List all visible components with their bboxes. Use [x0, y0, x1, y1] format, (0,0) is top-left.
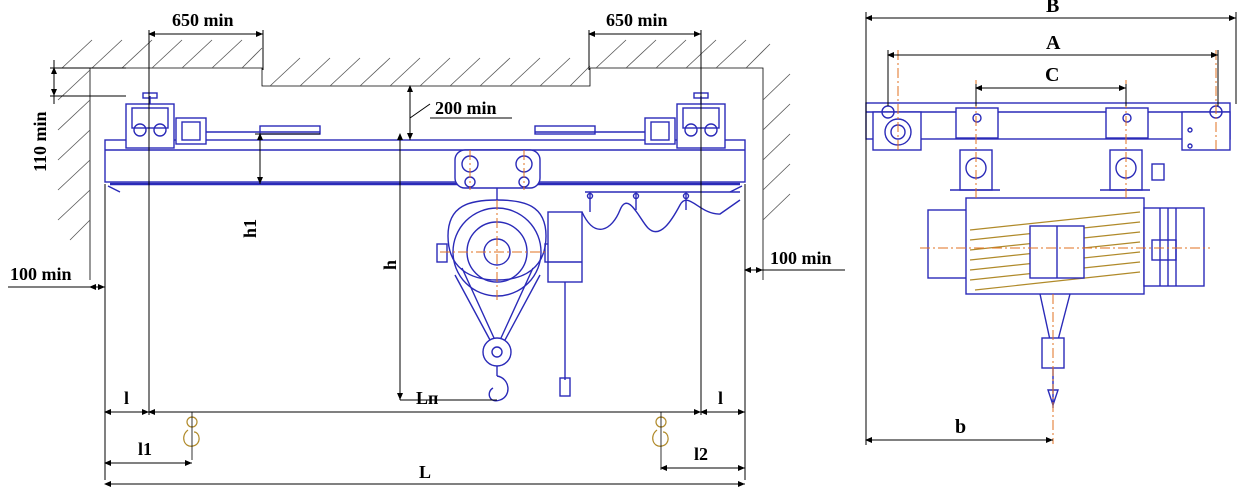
dim-200-top: 200 min: [435, 98, 497, 118]
building-structure: [57, 39, 791, 280]
dim-B: B: [1046, 0, 1059, 17]
crane-side-view: [865, 50, 1231, 444]
dim-650-left: 650 min: [172, 10, 234, 30]
hoist-body: [436, 199, 583, 397]
end-carriage: [865, 102, 1231, 140]
dim-L: L: [419, 462, 431, 482]
dim-lp: Lп: [416, 388, 438, 408]
dim-l-right: l: [718, 388, 723, 408]
motor: [1143, 207, 1205, 287]
dim-650-right: 650 min: [606, 10, 668, 30]
dim-h: h: [380, 260, 400, 270]
crane-front-view: [104, 92, 746, 470]
dim-l1: l1: [138, 439, 152, 459]
hook-block: [454, 267, 541, 402]
dim-C: C: [1045, 64, 1059, 86]
dim-h1: h1: [240, 219, 260, 238]
side-dimensions: [865, 12, 1237, 445]
hatching: [57, 39, 791, 241]
dim-100-left: 100 min: [10, 264, 72, 284]
front-dimensions: [8, 30, 845, 487]
gearbox: [927, 209, 971, 279]
dim-A: A: [1046, 32, 1061, 54]
dim-l2: l2: [694, 444, 708, 464]
left-end-truck: [125, 92, 207, 149]
festoon-cable: [581, 191, 741, 233]
dim-100-right: 100 min: [770, 248, 832, 268]
dim-110-side: 110 min: [30, 111, 50, 172]
bridge-girder: [104, 139, 746, 183]
right-end-truck: [644, 92, 726, 149]
dim-b: b: [955, 416, 966, 438]
left-floor-hook: [183, 412, 200, 460]
hoist-trolley: [454, 149, 541, 205]
right-floor-hook: [652, 412, 669, 470]
dim-l-left: l: [124, 388, 129, 408]
